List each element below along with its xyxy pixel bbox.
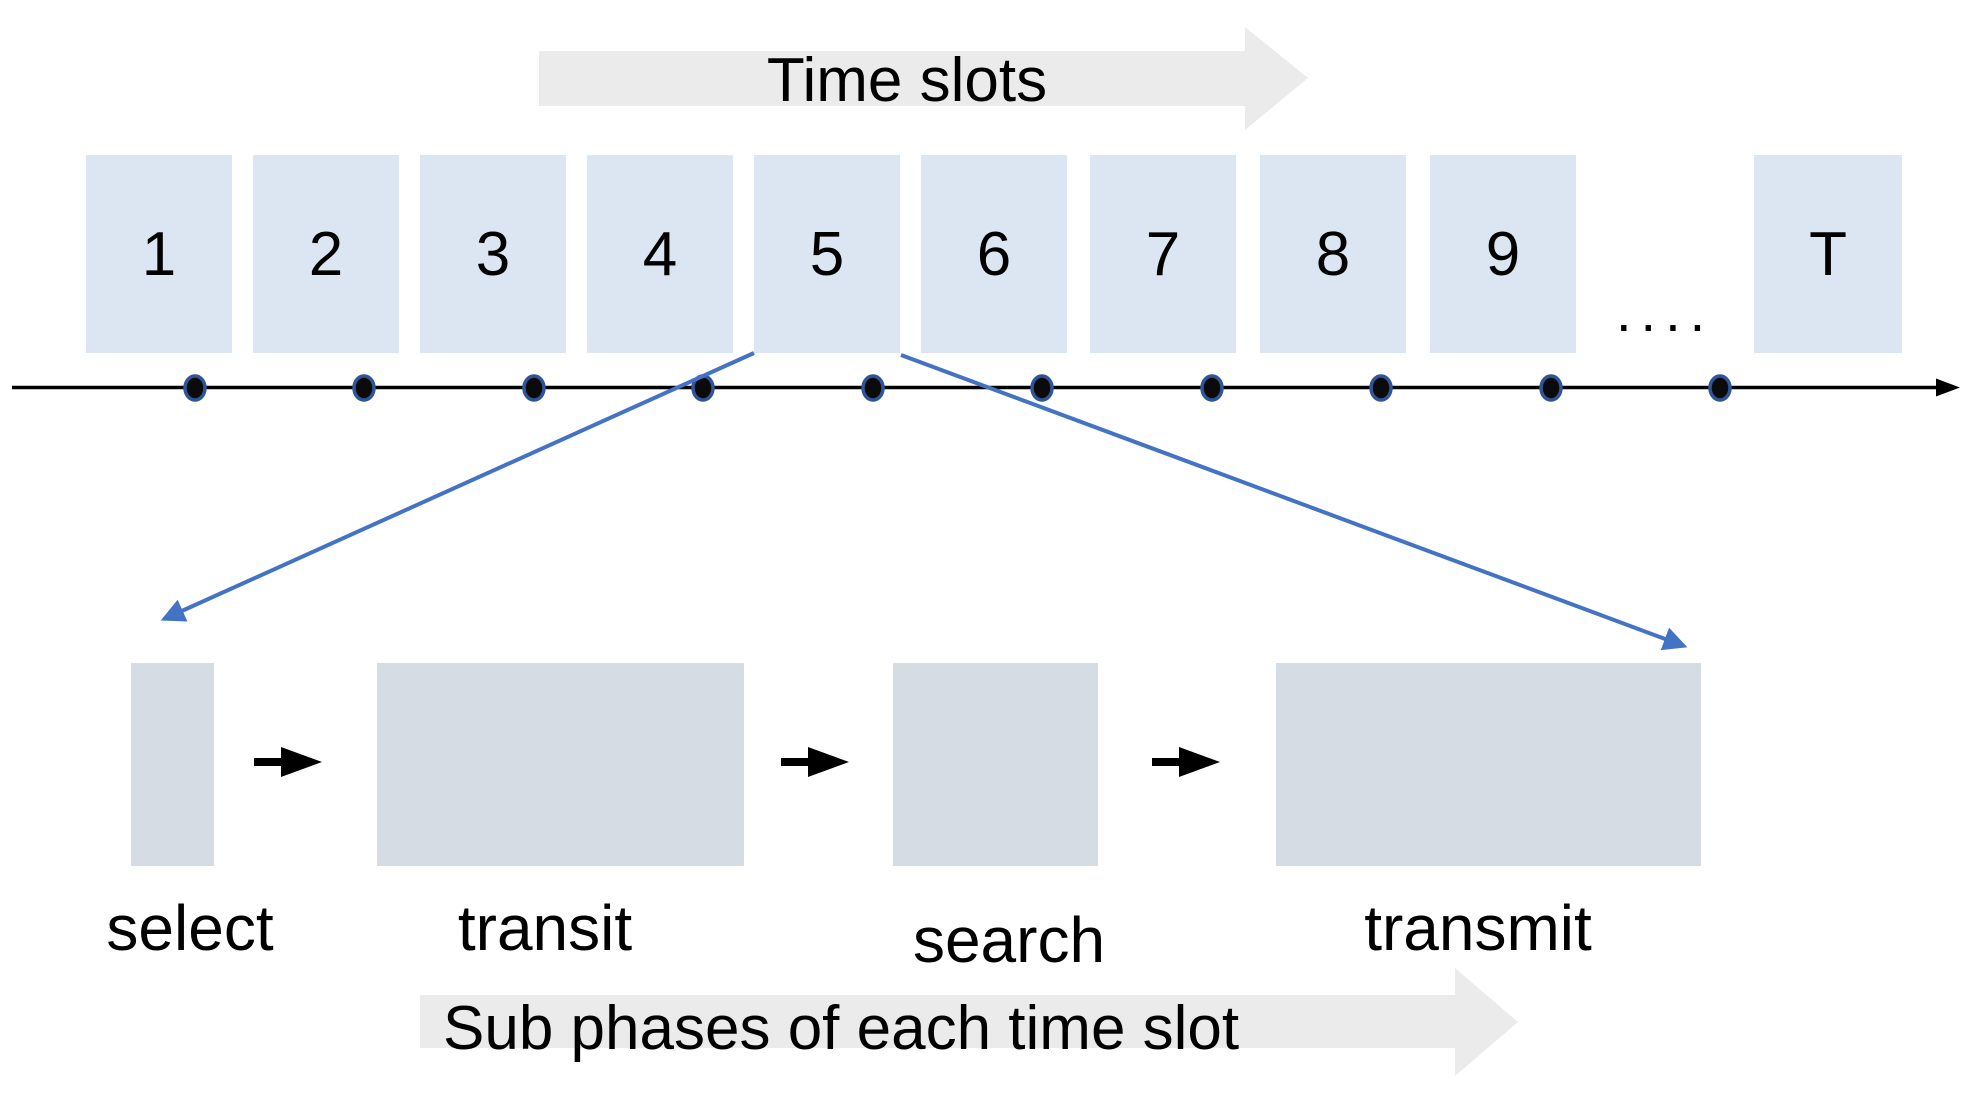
slot-box-5: 5 — [754, 155, 900, 353]
axis-dot — [1708, 374, 1732, 402]
slot-box-7: 7 — [1090, 155, 1236, 353]
subphases-banner-arrow — [420, 968, 1518, 1076]
slot-number: 9 — [1485, 219, 1521, 289]
slot-number: 8 — [1315, 219, 1351, 289]
slot-box-1: 1 — [86, 155, 232, 353]
flow-arrow-transit-to-search-icon — [781, 747, 849, 777]
axis-dot — [352, 374, 376, 402]
phase-label-search: search — [912, 904, 1106, 976]
slot-box-4: 4 — [587, 155, 733, 353]
phase-label-transit: transit — [457, 892, 633, 964]
slot-box-8: 8 — [1260, 155, 1406, 353]
phase-box-search — [893, 663, 1098, 866]
axis-dot — [1200, 374, 1224, 402]
axis-dot — [183, 374, 207, 402]
axis-dot — [522, 374, 546, 402]
time-slots-banner-arrow — [539, 27, 1308, 130]
phase-label-transmit: transmit — [1364, 892, 1592, 964]
time-slots-label: Time slots — [766, 46, 1048, 115]
slot-number: 1 — [141, 219, 177, 289]
slot-box-T: T — [1754, 155, 1902, 353]
axis-dot — [1369, 374, 1393, 402]
phase-box-transmit — [1276, 663, 1701, 866]
slot-box-9: 9 — [1430, 155, 1576, 353]
slot-number: T — [1809, 219, 1847, 289]
axis-dot — [1539, 374, 1563, 402]
phase-box-transit — [377, 663, 744, 866]
slot-number: 5 — [809, 219, 845, 289]
time-axis-arrowhead-icon — [1936, 378, 1960, 397]
slot-number: 3 — [475, 219, 511, 289]
phase-label-select: select — [106, 892, 274, 964]
slot-number: 7 — [1145, 219, 1181, 289]
slot-box-6: 6 — [921, 155, 1067, 353]
slot-box-3: 3 — [420, 155, 566, 353]
time-axis-dots — [183, 374, 1732, 402]
axis-dot — [861, 374, 885, 402]
slot-number: 2 — [308, 219, 344, 289]
slot-ellipsis: .... — [1616, 280, 1715, 343]
slot-box-2: 2 — [253, 155, 399, 353]
slot5-expansion-line-left — [160, 351, 755, 622]
slot-number: 6 — [976, 219, 1012, 289]
flow-arrow-search-to-transmit-icon — [1152, 747, 1220, 777]
slot-number: 4 — [642, 219, 678, 289]
phase-box-select — [131, 663, 214, 866]
flow-arrow-select-to-transit-icon — [254, 747, 322, 777]
subphases-caption: Sub phases of each time slot — [443, 994, 1240, 1063]
slot5-expansion-line-right — [900, 353, 1688, 651]
axis-dot — [1030, 374, 1054, 402]
